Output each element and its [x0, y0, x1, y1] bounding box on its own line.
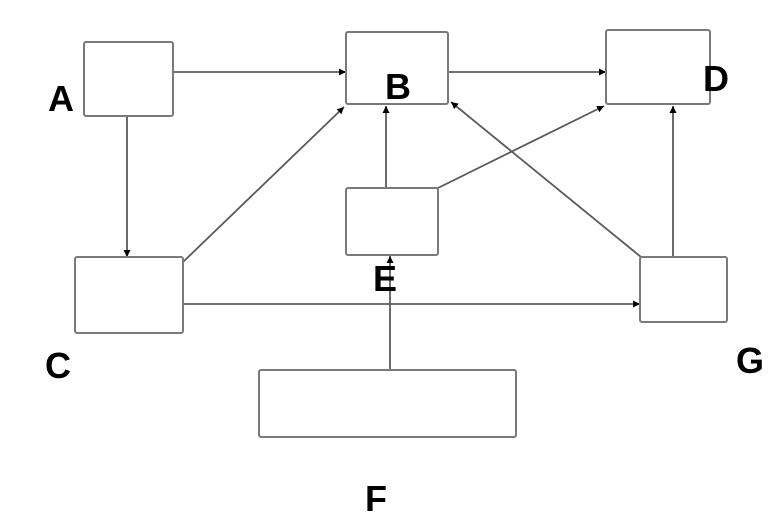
node-box-g[interactable] — [639, 256, 728, 323]
node-box-f[interactable] — [258, 369, 517, 438]
node-box-a[interactable] — [83, 41, 174, 117]
edges-layer — [123, 68, 677, 370]
node-label-e: E — [373, 258, 397, 299]
node-box-e[interactable] — [345, 187, 439, 256]
nodes-layer — [74, 29, 728, 438]
labels-layer: A B C D E F G — [45, 58, 764, 519]
edge-c-to-b — [182, 106, 345, 263]
node-box-d[interactable] — [605, 29, 711, 105]
node-label-b: B — [385, 66, 411, 107]
edge-e-to-d — [437, 105, 605, 189]
node-label-c: C — [45, 345, 71, 386]
edge-g-to-b — [450, 101, 642, 258]
node-label-d: D — [703, 58, 729, 99]
node-label-a: A — [48, 78, 74, 119]
node-label-g: G — [736, 340, 764, 381]
node-box-b[interactable] — [345, 31, 449, 105]
node-label-f: F — [365, 478, 387, 519]
node-box-c[interactable] — [74, 256, 184, 334]
